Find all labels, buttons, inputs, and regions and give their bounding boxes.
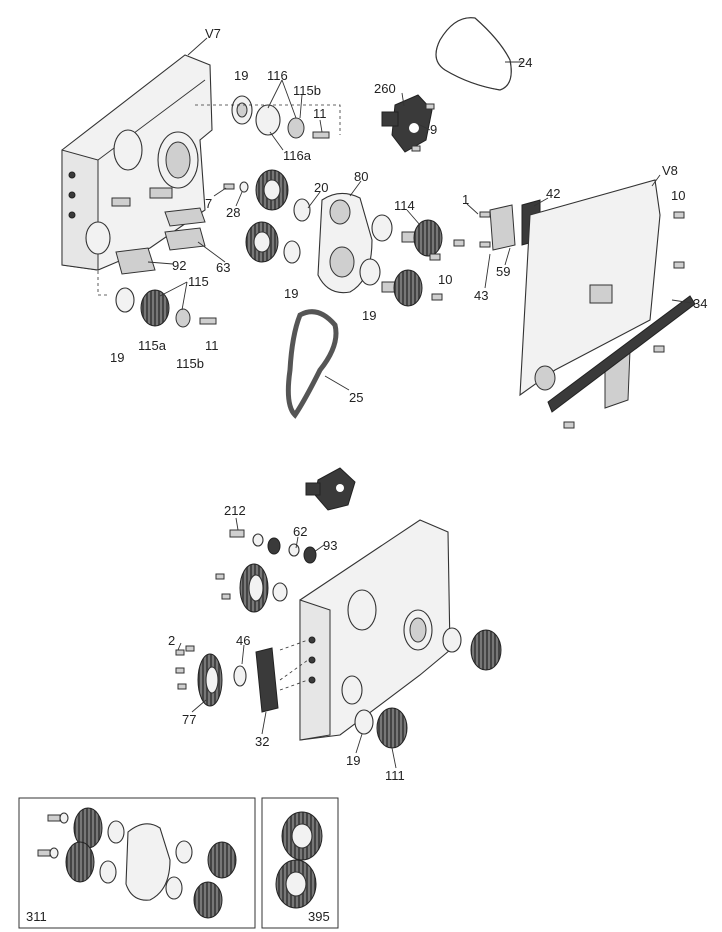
- gear-lower-right: [381, 269, 423, 307]
- callout-63: 63: [216, 260, 230, 275]
- small-parts-row: [229, 529, 317, 564]
- gear-right-middle: [442, 627, 502, 671]
- spacers-center: [283, 198, 393, 286]
- callout-34: 34: [693, 296, 707, 311]
- callout-v7: V7: [205, 26, 221, 41]
- callout-19-lower-left: 19: [110, 350, 124, 365]
- callout-42: 42: [546, 186, 560, 201]
- gear-111: [354, 707, 408, 749]
- callout-114: 114: [394, 198, 415, 213]
- callouts-top: V7 19 116 115b 11 116a 260 9 24 V8 10 42…: [110, 26, 707, 405]
- callout-395: 395: [308, 909, 330, 924]
- screws-middle: [175, 573, 231, 690]
- callout-9: 9: [430, 122, 437, 137]
- callout-59: 59: [496, 264, 510, 279]
- middle-assembly: [175, 467, 502, 769]
- belt-32: [255, 647, 279, 713]
- screws-right: [411, 103, 685, 429]
- callout-46: 46: [236, 633, 250, 648]
- callout-115b-lower: 115b: [176, 356, 204, 371]
- callout-92: 92: [172, 258, 186, 273]
- callout-62: 62: [293, 524, 307, 539]
- callout-19-center: 19: [284, 286, 298, 301]
- small-parts-left: [115, 181, 249, 275]
- motor-middle: [305, 467, 356, 511]
- belt-24: [435, 17, 512, 91]
- callout-19: 19: [234, 68, 248, 83]
- callout-311: 311: [26, 909, 47, 924]
- callouts-kits: 311 395: [26, 909, 330, 924]
- callout-212: 212: [224, 503, 246, 518]
- callouts-middle: 212 62 93 2 46 77 32 19 111: [168, 503, 405, 783]
- kit-box-311: [18, 797, 256, 929]
- callout-20: 20: [314, 180, 328, 195]
- kit-box-395: [261, 797, 339, 929]
- callout-10-right: 10: [671, 188, 685, 203]
- callout-80: 80: [354, 169, 368, 184]
- gear-disc-middle: [239, 563, 288, 613]
- callout-115a: 115a: [138, 338, 167, 353]
- callout-2: 2: [168, 633, 175, 648]
- callout-7: 7: [205, 196, 212, 211]
- callout-115b: 115b: [293, 83, 321, 98]
- top-assembly: [61, 17, 696, 429]
- gear-pair-left: [245, 169, 289, 263]
- washer-46: [233, 665, 247, 687]
- callout-19-middle: 19: [346, 753, 360, 768]
- gear-115a-group: [115, 287, 217, 328]
- callout-19-right: 19: [362, 308, 376, 323]
- callout-115: 115: [188, 274, 209, 289]
- callout-116: 116: [267, 68, 288, 83]
- motor-260: [381, 94, 433, 153]
- callout-25: 25: [349, 390, 363, 405]
- callout-111: 111: [385, 768, 405, 783]
- belt-25: [285, 309, 339, 419]
- callout-11: 11: [313, 106, 327, 121]
- callout-260: 260: [374, 81, 396, 96]
- callout-28: 28: [226, 205, 240, 220]
- callout-93: 93: [323, 538, 337, 553]
- callout-32: 32: [255, 734, 269, 749]
- callout-43: 43: [474, 288, 488, 303]
- callout-11-lower: 11: [205, 338, 219, 353]
- gear-114: [401, 219, 443, 257]
- callout-77: 77: [182, 712, 196, 727]
- strip-34: [547, 295, 696, 413]
- callout-116a: 116a: [283, 148, 312, 163]
- housing-middle: [299, 519, 451, 741]
- callout-1: 1: [462, 192, 469, 207]
- callout-v8: V8: [662, 163, 678, 178]
- callout-10-center: 10: [438, 272, 452, 287]
- callout-24: 24: [518, 55, 532, 70]
- pulley-77: [197, 653, 223, 707]
